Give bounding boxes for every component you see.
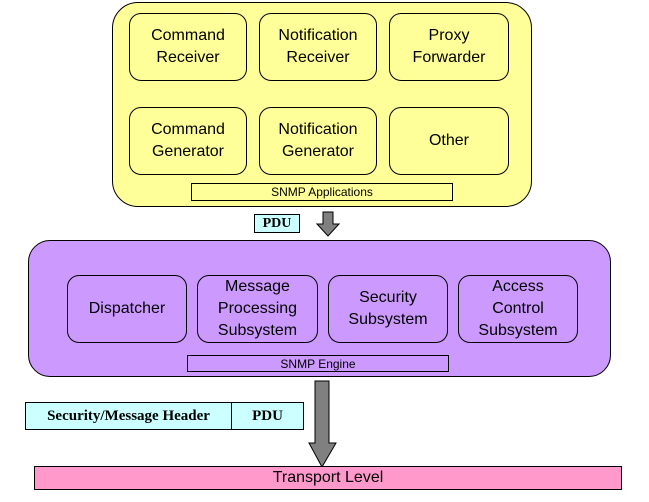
other-box: Other xyxy=(389,107,509,175)
snmp-applications-container: Command Receiver Notification Receiver P… xyxy=(112,2,532,207)
down-arrow-icon xyxy=(315,211,341,237)
access-control-subsystem-box: Access Control Subsystem xyxy=(458,275,578,343)
message-pdu-box: PDU xyxy=(231,402,304,430)
security-subsystem-label: Security Subsystem xyxy=(348,289,428,328)
security-message-header-box: Security/Message Header xyxy=(25,402,232,430)
dispatcher-box: Dispatcher xyxy=(67,275,187,343)
pdu-label-box: PDU xyxy=(254,214,300,233)
security-subsystem-box: Security Subsystem xyxy=(328,275,448,343)
command-generator-label: Command Generator xyxy=(151,121,225,160)
transport-level-bar: Transport Level xyxy=(34,466,622,490)
message-processing-subsystem-box: Message Processing Subsystem xyxy=(197,275,318,343)
command-receiver-box: Command Receiver xyxy=(129,13,247,81)
snmp-engine-container: Dispatcher Message Processing Subsystem … xyxy=(28,240,611,377)
notification-receiver-box: Notification Receiver xyxy=(259,13,377,81)
notification-receiver-label: Notification Receiver xyxy=(278,27,358,66)
snmp-applications-caption: SNMP Applications xyxy=(191,183,453,201)
proxy-forwarder-label: Proxy Forwarder xyxy=(412,27,486,66)
dispatcher-label: Dispatcher xyxy=(88,300,166,317)
other-label: Other xyxy=(428,132,469,149)
access-control-subsystem-label: Access Control Subsystem xyxy=(478,278,558,339)
command-generator-box: Command Generator xyxy=(129,107,247,175)
command-receiver-label: Command Receiver xyxy=(151,27,225,66)
notification-generator-label: Notification Generator xyxy=(278,121,358,160)
proxy-forwarder-box: Proxy Forwarder xyxy=(389,13,509,81)
snmp-engine-caption: SNMP Engine xyxy=(187,355,449,372)
notification-generator-box: Notification Generator xyxy=(259,107,377,175)
large-down-arrow-icon xyxy=(308,380,337,469)
message-processing-subsystem-label: Message Processing Subsystem xyxy=(217,278,298,339)
